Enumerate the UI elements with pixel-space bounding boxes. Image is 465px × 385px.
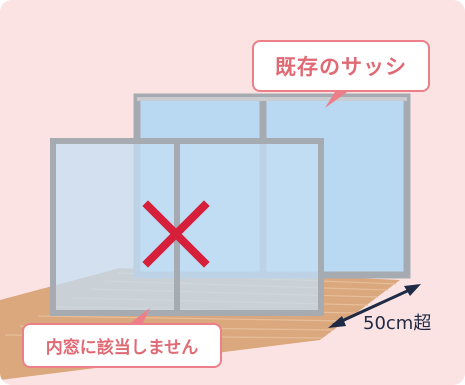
- inner-callout-pointer: [128, 308, 150, 325]
- double-arrow-icon: [328, 284, 421, 328]
- existing-sash-callout: 既存のサッシ: [252, 40, 430, 92]
- existing-sash-label: 既存のサッシ: [275, 55, 407, 79]
- dimension-label: 50cm超: [363, 313, 432, 334]
- not-applicable-label: 内窓に該当しません: [45, 338, 199, 358]
- existing-callout-pointer: [325, 90, 350, 108]
- cross-mark-icon: [142, 200, 210, 268]
- not-applicable-callout: 内窓に該当しません: [22, 323, 222, 368]
